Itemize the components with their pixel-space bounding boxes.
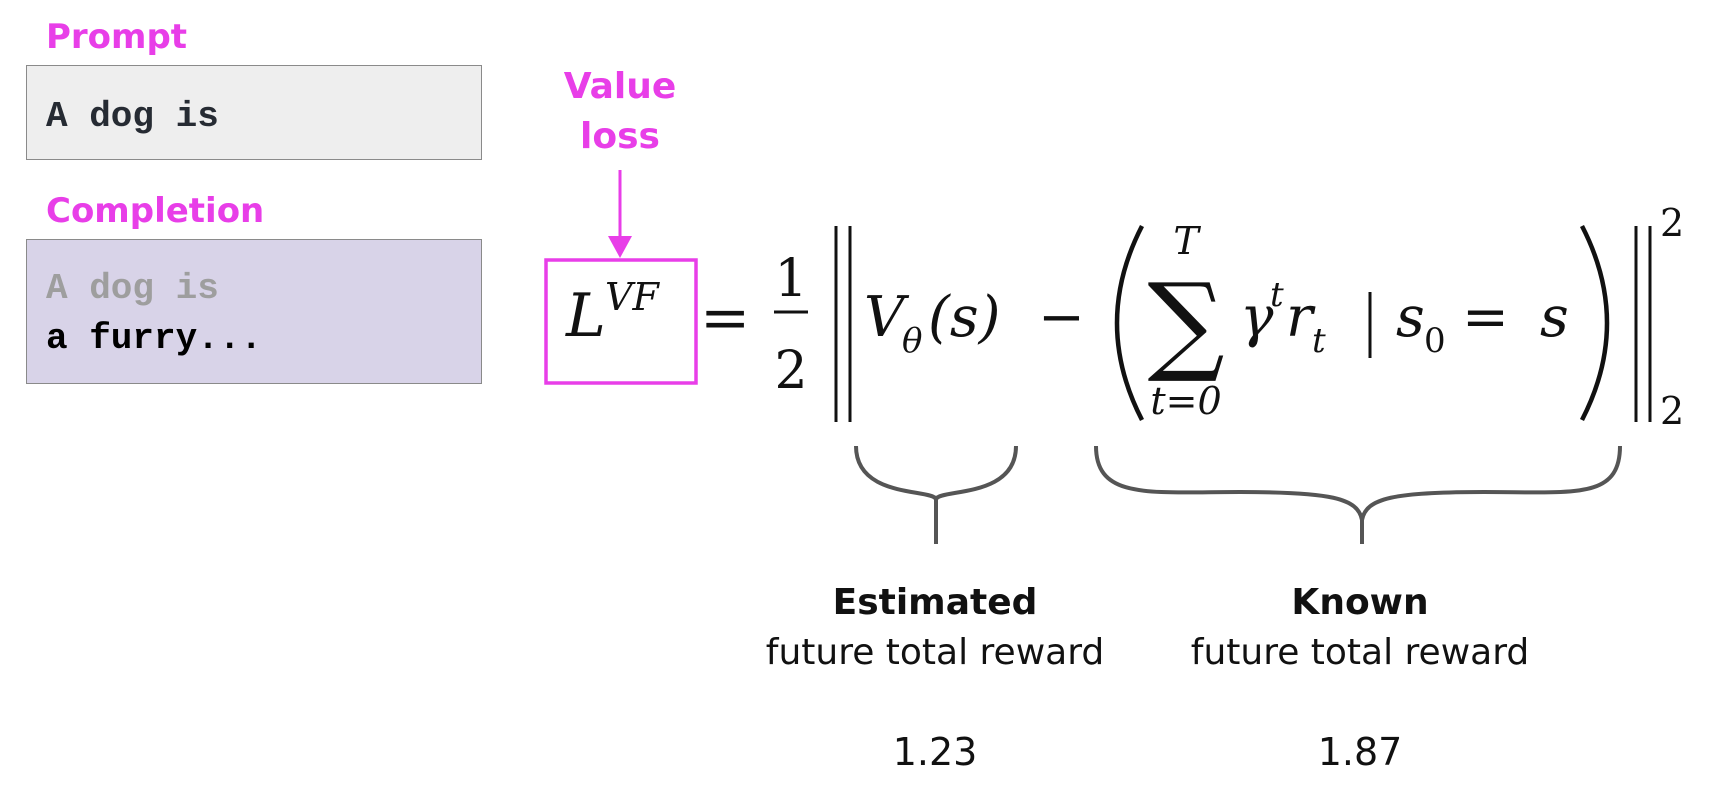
reward: r	[1286, 285, 1316, 350]
completion-box: A dog is a furry...	[26, 239, 482, 384]
estimated-caption: Estimated future total reward	[740, 578, 1130, 678]
value-loss-label: Value loss	[540, 62, 700, 162]
value-loss-arrowhead	[608, 236, 632, 258]
norm-subscript: 2	[1660, 389, 1684, 433]
prompt-text: A dog is	[46, 96, 219, 137]
v-base: V	[864, 285, 910, 350]
s-variable: s	[1540, 285, 1569, 350]
known-subtitle: future total reward	[1190, 632, 1530, 673]
completion-label: Completion	[46, 191, 265, 231]
known-title: Known	[1291, 582, 1429, 623]
prompt-label: Prompt	[46, 17, 188, 57]
minus-sign: −	[1038, 285, 1085, 350]
lhs-highlight-box	[544, 258, 698, 385]
estimated-title: Estimated	[832, 582, 1038, 623]
v-subscript: θ	[902, 321, 922, 361]
norm-superscript: 2	[1660, 201, 1684, 245]
lhs-superscript: VF	[605, 275, 660, 319]
known-brace	[1094, 445, 1622, 544]
sum-lower-limit: t=0	[1150, 379, 1221, 423]
completion-generated-text: a furry...	[46, 318, 263, 359]
left-paren	[1114, 224, 1145, 422]
lhs-base: L	[565, 281, 606, 351]
v-argument: (s)	[928, 285, 1000, 350]
gamma: γ	[1240, 285, 1274, 350]
gamma-superscript: t	[1270, 275, 1284, 315]
sum-symbol: ∑	[1147, 261, 1224, 386]
estimated-subtitle: future total reward	[765, 632, 1105, 673]
fraction-denominator: 2	[774, 341, 807, 401]
sum-upper-limit: T	[1173, 219, 1201, 263]
s-zero: s	[1396, 285, 1425, 350]
reward-subscript: t	[1312, 321, 1326, 361]
value-loss-label-line2: loss	[580, 116, 660, 157]
equals-sign-2: =	[1462, 285, 1509, 350]
right-paren	[1579, 224, 1610, 422]
known-caption: Known future total reward	[1165, 578, 1555, 678]
fraction-numerator: 1	[774, 249, 807, 309]
prompt-box: A dog is	[26, 65, 482, 160]
completion-echo-text: A dog is	[46, 268, 219, 309]
estimated-brace	[854, 445, 1018, 544]
estimated-value: 1.23	[892, 730, 978, 774]
value-loss-label-line1: Value	[563, 66, 677, 107]
s-zero-subscript: 0	[1424, 321, 1446, 361]
known-value: 1.87	[1317, 730, 1403, 774]
equals-sign: =	[700, 283, 750, 353]
